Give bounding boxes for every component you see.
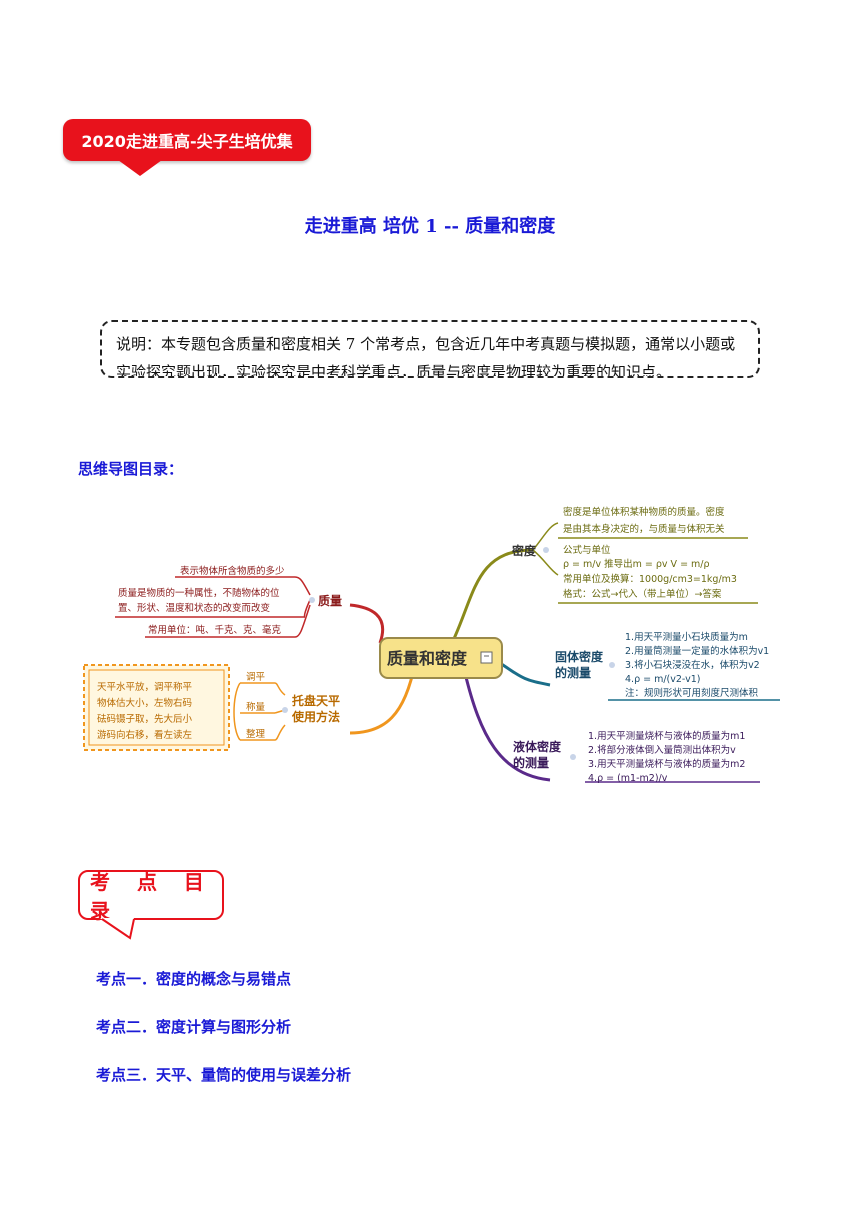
mass-label: 质量 xyxy=(318,593,342,608)
expand-dot-density xyxy=(543,547,549,553)
note-text: 说明：本专题包含质量和密度相关 7 个常考点，包含近几年中考真题与模拟题，通常以… xyxy=(116,335,736,378)
mindmap-heading: 思维导图目录： xyxy=(78,460,184,478)
solid-label-line2: 的测量 xyxy=(555,665,591,680)
branch-mass xyxy=(349,603,385,644)
balance-step: 称量 xyxy=(246,701,266,713)
mass-prop-line2: 置、形状、温度和状态的改变而改变 xyxy=(118,602,271,614)
mass-units: 常用单位：吨、千克、克、毫克 xyxy=(148,624,282,636)
mass-unit-connector xyxy=(294,604,311,638)
liquid-step-line: 3.用天平测量烧杯与液体的质量为m2 xyxy=(588,758,745,770)
density-def-line2: 是由其本身决定的，与质量与体积无关 xyxy=(563,523,725,535)
balance-rhyme-inner-frame xyxy=(88,669,225,746)
density-formula-line: ρ = m/v 推导出m = ρv V = m/ρ xyxy=(563,558,710,570)
toc-box: 考 点 目 录 xyxy=(78,870,224,923)
expand-dot-solid xyxy=(609,662,615,668)
density-label: 密度 xyxy=(512,543,537,558)
balance-rhyme-line: 物体估大小，左物右码 xyxy=(97,697,192,709)
mass-def: 表示物体所含物质的多少 xyxy=(180,565,285,577)
density-def-line1: 密度是单位体积某种物质的质量。密度 xyxy=(563,506,725,518)
solid-step-line: 3.将小石块浸没在水，体积为v2 xyxy=(625,659,760,671)
liquid-step-line: 2.将部分液体倒入量筒测出体积为v xyxy=(588,744,736,756)
balance-step1-connector xyxy=(274,682,286,696)
balance-label-line2: 使用方法 xyxy=(291,709,340,724)
toc-box-pointer xyxy=(100,918,135,940)
toc-item-2[interactable]: 考点二．密度计算与图形分析 xyxy=(96,1018,292,1036)
balance-rhyme-box xyxy=(83,664,230,751)
banner-text: 2020走进重高-尖子生培优集 xyxy=(81,132,293,151)
expand-dot-balance xyxy=(282,707,288,713)
toc-item-1[interactable]: 考点一．密度的概念与易错点 xyxy=(96,970,292,988)
balance-rhyme-line: 天平水平放，调平称平 xyxy=(97,681,193,693)
banner-pointer xyxy=(118,160,162,176)
branch-solid xyxy=(499,661,551,687)
solid-step-line: 1.用天平测量小石块质量为m xyxy=(625,631,748,643)
note-box: 说明：本专题包含质量和密度相关 7 个常考点，包含近几年中考真题与模拟题，通常以… xyxy=(100,320,760,378)
balance-label-line1: 托盘天平 xyxy=(292,693,340,708)
liquid-step-line: 1.用天平测量烧杯与液体的质量为m1 xyxy=(588,730,745,742)
solid-step-line: 2.用量筒测量一定量的水体积为v1 xyxy=(625,645,769,657)
density-def-connector xyxy=(532,522,559,551)
liquid-label-line2: 的测量 xyxy=(513,755,549,770)
solid-note-line: 注：规则形状可用刻度尺测体积 xyxy=(625,687,759,699)
page-title: 走进重高 培优 1 -- 质量和密度 xyxy=(304,216,556,237)
liquid-label-line1: 液体密度 xyxy=(513,739,562,754)
balance-bracket xyxy=(233,682,241,741)
liquid-step-line: 4.ρ = (m1-m2)/v xyxy=(588,773,668,784)
density-formula-line: 常用单位及换算：1000g/cm3=1kg/m3 xyxy=(563,573,737,585)
balance-rhyme-line: 砝码镊子取，先大后小 xyxy=(97,713,193,725)
density-formula-connector xyxy=(532,549,559,576)
balance-step: 调平 xyxy=(246,672,266,683)
center-node xyxy=(379,637,503,679)
solid-label-line1: 固体密度 xyxy=(555,649,604,664)
expand-dot-liquid xyxy=(570,754,576,760)
mass-prop-line1: 质量是物质的一种属性，不随物体的位 xyxy=(118,587,280,599)
branch-density xyxy=(450,548,534,644)
toc-item-3[interactable]: 考点三．天平、量筒的使用与误差分析 xyxy=(96,1066,352,1084)
center-label: 质量和密度 xyxy=(387,649,468,668)
balance-rhyme-line: 游码向右移，看左读左 xyxy=(97,729,193,741)
balance-step3-connector xyxy=(274,724,286,741)
note-icon xyxy=(480,651,493,664)
branch-liquid xyxy=(463,672,551,782)
solid-step-line: 4.ρ = m/(v2-v1) xyxy=(625,674,700,685)
density-formula-line: 公式与单位 xyxy=(563,544,611,556)
mind-map: 质量和密度 密度 密度是单位体积某种物质的质量。密度 是由其本身决定的，与质量与… xyxy=(83,506,780,784)
density-formula-line: 格式：公式→代入（带上单位）→答案 xyxy=(563,588,722,600)
mass-def-connector xyxy=(294,576,311,596)
mass-prop-connector xyxy=(303,599,311,618)
balance-step: 整理 xyxy=(246,728,266,740)
top-banner: 2020走进重高-尖子生培优集 xyxy=(63,119,311,161)
expand-dot-mass xyxy=(309,597,315,603)
toc-box-label: 考 点 目 录 xyxy=(90,870,214,923)
